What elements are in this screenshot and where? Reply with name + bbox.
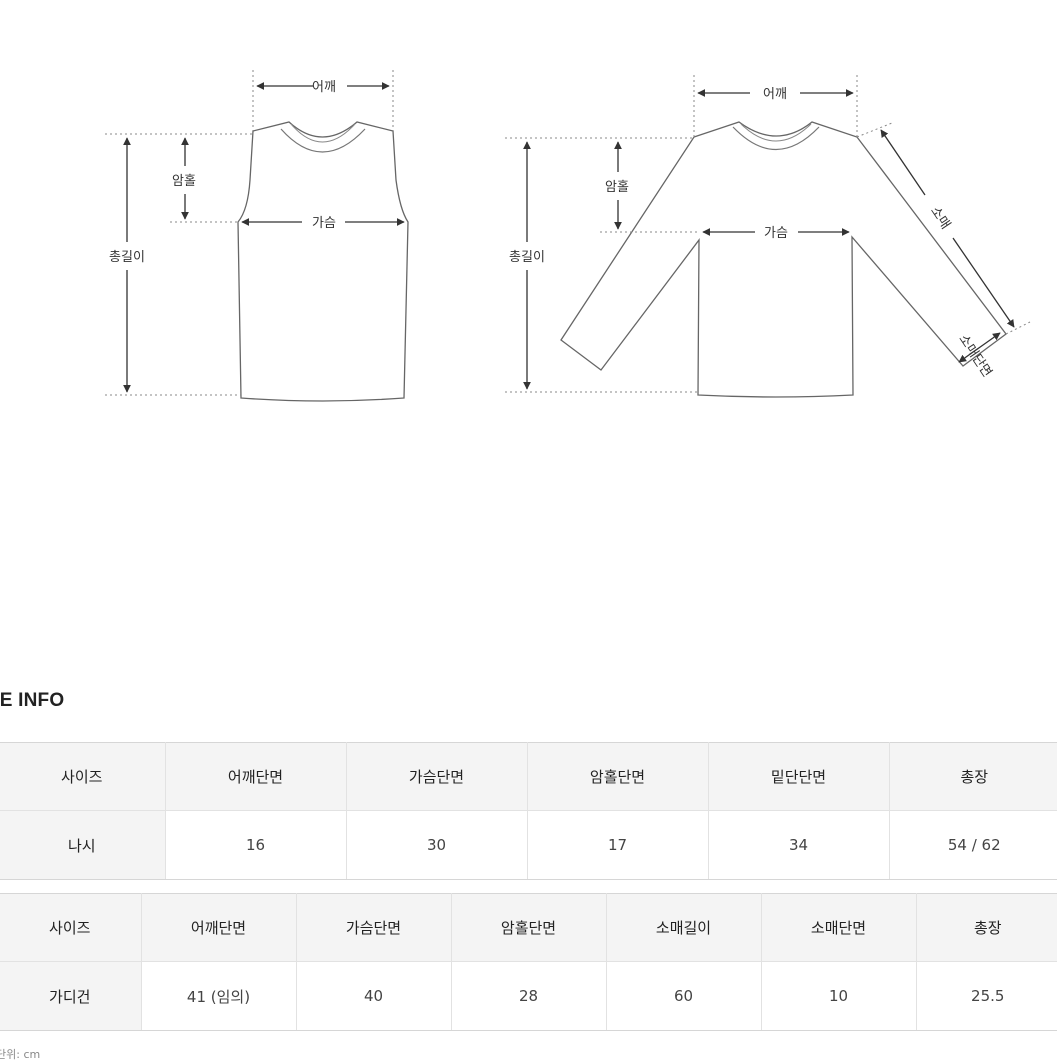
- longsleeve-collar: [732, 126, 820, 150]
- table-cell: 40: [296, 961, 452, 1031]
- table-row-label: 나시: [0, 810, 166, 880]
- table-cell: 41 (임의): [141, 961, 297, 1031]
- sleeveless-length-label: 총길이: [109, 250, 145, 265]
- table-cell: 28: [451, 961, 607, 1031]
- unit-footnote: 단위: cm: [0, 1048, 41, 1061]
- table-header-cell: 암홀단면: [451, 893, 607, 962]
- size-info-title: ZE INFO: [0, 690, 65, 711]
- table-row-label: 가디건: [0, 961, 142, 1031]
- table-cell: 10: [761, 961, 917, 1031]
- table-header-row: 사이즈 어깨단면 가슴단면 암홀단면 소매길이 소매단면 총장: [0, 893, 1057, 962]
- table-cell: 54 / 62: [889, 810, 1057, 880]
- longsleeve-diagram: 어깨 암홀 가슴 총길이 소매 소매단면: [505, 75, 1031, 398]
- table-cell: 17: [527, 810, 709, 880]
- table-header-cell: 소매길이: [606, 893, 762, 962]
- table-header-cell: 소매단면: [761, 893, 917, 962]
- table-cell: 16: [165, 810, 347, 880]
- table-row: 가디건 41 (임의) 40 28 60 10 25.5: [0, 961, 1057, 1031]
- table-cell: 60: [606, 961, 762, 1031]
- table-header-cell: 어깨단면: [141, 893, 297, 962]
- sleeveless-chest-label: 가슴: [312, 216, 336, 231]
- sleeveless-outline: [237, 121, 409, 402]
- table-cell: 30: [346, 810, 528, 880]
- sleeveless-diagram: 어깨 암홀 가슴 총길이: [105, 70, 409, 402]
- sleeveless-armhole-label: 암홀: [172, 174, 196, 189]
- size-table-cardigan: 사이즈 어깨단면 가슴단면 암홀단면 소매길이 소매단면 총장 가디건 41 (…: [0, 893, 1057, 1031]
- table-cell: 25.5: [916, 961, 1057, 1031]
- longsleeve-shoulder-label: 어깨: [763, 87, 787, 102]
- table-header-cell: 총장: [916, 893, 1057, 962]
- sleeveless-collar: [280, 128, 366, 153]
- longsleeve-sleeve-label: 소매: [927, 204, 953, 232]
- longsleeve-length-label: 총길이: [509, 250, 545, 265]
- table-header-cell: 총장: [889, 742, 1057, 811]
- table-header-cell: 가슴단면: [296, 893, 452, 962]
- longsleeve-chest-label: 가슴: [764, 226, 788, 241]
- table-header-cell: 가슴단면: [346, 742, 528, 811]
- table-header-cell: 밑단단면: [708, 742, 890, 811]
- table-header-cell: 사이즈: [0, 742, 166, 811]
- sleeveless-shoulder-label: 어깨: [312, 80, 336, 95]
- longsleeve-cuff-label: 소매단면: [955, 332, 994, 380]
- size-table-sleeveless: 사이즈 어깨단면 가슴단면 암홀단면 밑단단면 총장 나시 16 30 17 3…: [0, 742, 1057, 880]
- longsleeve-armhole-label: 암홀: [605, 180, 629, 195]
- table-header-row: 사이즈 어깨단면 가슴단면 암홀단면 밑단단면 총장: [0, 742, 1057, 811]
- size-guide-diagram: 어깨 암홀 가슴 총길이 어깨: [105, 70, 1031, 402]
- table-cell: 34: [708, 810, 890, 880]
- table-row: 나시 16 30 17 34 54 / 62: [0, 810, 1057, 880]
- table-header-cell: 사이즈: [0, 893, 142, 962]
- table-header-cell: 암홀단면: [527, 742, 709, 811]
- longsleeve-outline: [560, 121, 1007, 398]
- table-header-cell: 어깨단면: [165, 742, 347, 811]
